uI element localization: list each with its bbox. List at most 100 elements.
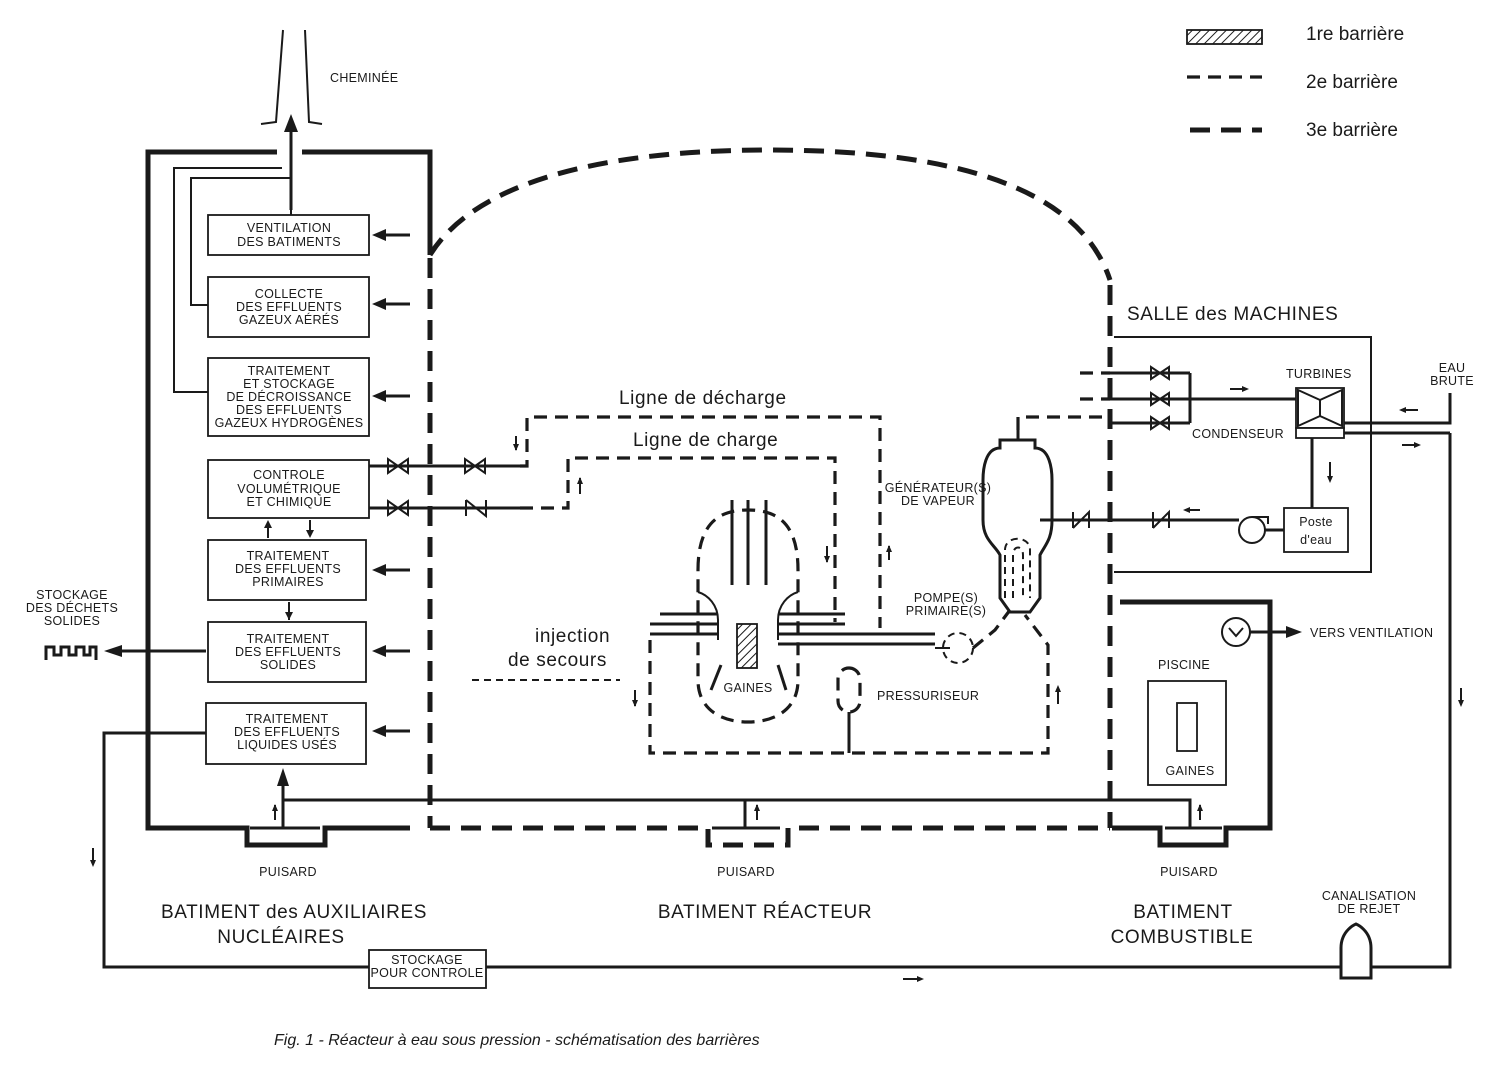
svg-text:GAZEUX AÉRÉS: GAZEUX AÉRÉS bbox=[239, 312, 339, 327]
valve-icon bbox=[1150, 415, 1170, 431]
steam-line bbox=[1016, 415, 1110, 430]
fan-icon bbox=[1221, 617, 1251, 647]
discharge-loop: STOCKAGE POUR CONTROLE CANALISATION DE R… bbox=[90, 337, 1464, 989]
machine-room: SALLE des MACHINES TURBINES CONDENSEUR P… bbox=[1040, 304, 1474, 573]
check-valve-icon bbox=[1072, 509, 1090, 529]
svg-text:LIQUIDES USÉS: LIQUIDES USÉS bbox=[237, 737, 337, 752]
piscine-pool bbox=[1147, 680, 1227, 786]
svg-text:CONTROLE: CONTROLE bbox=[253, 468, 325, 482]
traitement-liquides-box: TRAITEMENT DES EFFLUENTS LIQUIDES USÉS bbox=[205, 702, 367, 765]
vers-ventilation-label: VERS VENTILATION bbox=[1310, 626, 1433, 640]
svg-text:POMPE(S): POMPE(S) bbox=[914, 591, 978, 605]
primary-pump: POMPE(S) PRIMAIRE(S) bbox=[906, 591, 1012, 664]
ligne-decharge-path bbox=[520, 415, 882, 628]
inter-box-arrows bbox=[264, 520, 314, 620]
waste-drums-icon bbox=[44, 645, 98, 660]
batiment-auxiliaires-label-2: NUCLÉAIRES bbox=[217, 927, 344, 948]
svg-text:DES EFFLUENTS: DES EFFLUENTS bbox=[234, 725, 340, 739]
check-valve-icon bbox=[1152, 509, 1170, 529]
batiment-auxiliaires-label-1: BATIMENT des AUXILIAIRES bbox=[161, 902, 427, 923]
ligne-charge-path bbox=[520, 456, 837, 622]
ligne-decharge-label: Ligne de décharge bbox=[619, 388, 787, 409]
cvcs-lines: Ligne de décharge Ligne de charge bbox=[369, 388, 892, 628]
svg-text:DE VAPEUR: DE VAPEUR bbox=[901, 494, 975, 508]
inflow-arrows bbox=[372, 229, 410, 737]
fuel-assembly bbox=[736, 623, 758, 669]
svg-text:d'eau: d'eau bbox=[1300, 533, 1332, 547]
pressuriseur: PRESSURISEUR bbox=[836, 666, 979, 753]
legend: 1re barrière 2e barrière 3e barrière bbox=[1186, 24, 1404, 141]
legend-barrier2-label: 2e barrière bbox=[1306, 72, 1398, 93]
stockage-dechets: STOCKAGE DES DÉCHETS SOLIDES bbox=[26, 588, 206, 660]
aux-building-wall-top-right bbox=[302, 149, 433, 255]
steam-generator: GÉNÉRATEUR(S) DE VAPEUR bbox=[885, 430, 1054, 614]
svg-text:SOLIDES: SOLIDES bbox=[44, 614, 100, 628]
svg-text:DES EFFLUENTS: DES EFFLUENTS bbox=[235, 645, 341, 659]
svg-text:GAZEUX HYDROGÈNES: GAZEUX HYDROGÈNES bbox=[215, 415, 364, 430]
controle-box: CONTROLE VOLUMÉTRIQUE ET CHIMIQUE bbox=[207, 459, 370, 519]
svg-text:TRAITEMENT: TRAITEMENT bbox=[247, 632, 330, 646]
collecte-box: COLLECTE DES EFFLUENTS GAZEUX AÉRÉS bbox=[207, 276, 370, 338]
feed-pump-icon bbox=[1238, 516, 1269, 544]
svg-text:VENTILATION: VENTILATION bbox=[247, 221, 331, 235]
svg-text:STOCKAGE: STOCKAGE bbox=[36, 588, 108, 602]
legend-barrier1-label: 1re barrière bbox=[1306, 24, 1404, 45]
svg-text:DES EFFLUENTS: DES EFFLUENTS bbox=[235, 562, 341, 576]
batiment-combustible-label-2: COMBUSTIBLE bbox=[1111, 927, 1254, 948]
svg-text:PRIMAIRE(S): PRIMAIRE(S) bbox=[906, 604, 986, 618]
pressuriseur-label: PRESSURISEUR bbox=[877, 689, 979, 703]
svg-text:DES EFFLUENTS: DES EFFLUENTS bbox=[236, 403, 342, 417]
secours-label: de secours bbox=[508, 650, 607, 671]
valve-icon bbox=[1150, 365, 1170, 381]
valve-icon bbox=[464, 457, 486, 475]
svg-text:DES DÉCHETS: DES DÉCHETS bbox=[26, 600, 118, 615]
traitement-solides-box: TRAITEMENT DES EFFLUENTS SOLIDES bbox=[207, 621, 367, 683]
svg-text:Poste: Poste bbox=[1299, 515, 1332, 529]
stockage-controle-box: STOCKAGE POUR CONTROLE bbox=[368, 949, 487, 989]
reactor-floor bbox=[430, 825, 1110, 848]
primary-loop bbox=[648, 614, 1050, 755]
svg-text:SOLIDES: SOLIDES bbox=[260, 658, 316, 672]
piscine-label: PISCINE bbox=[1158, 658, 1210, 672]
svg-text:DE REJET: DE REJET bbox=[1338, 902, 1401, 916]
ventilation-box: VENTILATION DES BATIMENTS bbox=[207, 214, 370, 256]
aux-building-wall bbox=[145, 149, 410, 848]
svg-text:DE DÉCROISSANCE: DE DÉCROISSANCE bbox=[226, 389, 351, 404]
puisard-1-label: PUISARD bbox=[259, 865, 317, 879]
svg-text:CANALISATION: CANALISATION bbox=[1322, 889, 1416, 903]
svg-text:ET STOCKAGE: ET STOCKAGE bbox=[243, 377, 335, 391]
salle-machines-label: SALLE des MACHINES bbox=[1127, 304, 1338, 325]
ligne-charge-label: Ligne de charge bbox=[633, 430, 778, 451]
batiment-reacteur-label: BATIMENT RÉACTEUR bbox=[658, 902, 872, 923]
valve-icon bbox=[1150, 391, 1170, 407]
check-valve-icon bbox=[465, 499, 487, 519]
chimney-label: CHEMINÉE bbox=[330, 70, 398, 85]
puisard-3-label: PUISARD bbox=[1160, 865, 1218, 879]
svg-text:GÉNÉRATEUR(S): GÉNÉRATEUR(S) bbox=[885, 480, 991, 495]
reactor-dome bbox=[427, 147, 1113, 281]
svg-text:DES BATIMENTS: DES BATIMENTS bbox=[237, 235, 341, 249]
fuel-building: VERS VENTILATION PISCINE GAINES bbox=[1147, 617, 1433, 786]
reactor-vessel: GAINES bbox=[650, 500, 935, 724]
injection-label: injection bbox=[535, 626, 610, 647]
svg-text:TRAITEMENT: TRAITEMENT bbox=[246, 712, 329, 726]
svg-text:ET CHIMIQUE: ET CHIMIQUE bbox=[246, 495, 331, 509]
figure-caption: Fig. 1 - Réacteur à eau sous pression - … bbox=[274, 1032, 760, 1049]
canalisation-rejet: CANALISATION DE REJET bbox=[1322, 889, 1416, 980]
turbine-icon bbox=[1295, 387, 1345, 439]
svg-text:DES EFFLUENTS: DES EFFLUENTS bbox=[236, 300, 342, 314]
valve-icon bbox=[387, 499, 409, 517]
legend-barrier1-swatch bbox=[1186, 29, 1263, 45]
svg-text:BRUTE: BRUTE bbox=[1430, 374, 1474, 388]
condenseur-label: CONDENSEUR bbox=[1192, 427, 1284, 441]
svg-text:EAU: EAU bbox=[1439, 361, 1466, 375]
traitement-gaz-box: TRAITEMENT ET STOCKAGE DE DÉCROISSANCE D… bbox=[207, 357, 370, 437]
fuel-building-wall bbox=[1112, 599, 1273, 848]
svg-text:TRAITEMENT: TRAITEMENT bbox=[248, 364, 331, 378]
svg-text:TRAITEMENT: TRAITEMENT bbox=[247, 549, 330, 563]
building-labels: BATIMENT des AUXILIAIRES NUCLÉAIRES BATI… bbox=[161, 902, 1253, 948]
traitement-primaires-box: TRAITEMENT DES EFFLUENTS PRIMAIRES bbox=[207, 539, 367, 601]
sump-collector: PUISARD PUISARD PUISARD bbox=[250, 768, 1222, 879]
gaines-reactor-label: GAINES bbox=[723, 681, 772, 695]
